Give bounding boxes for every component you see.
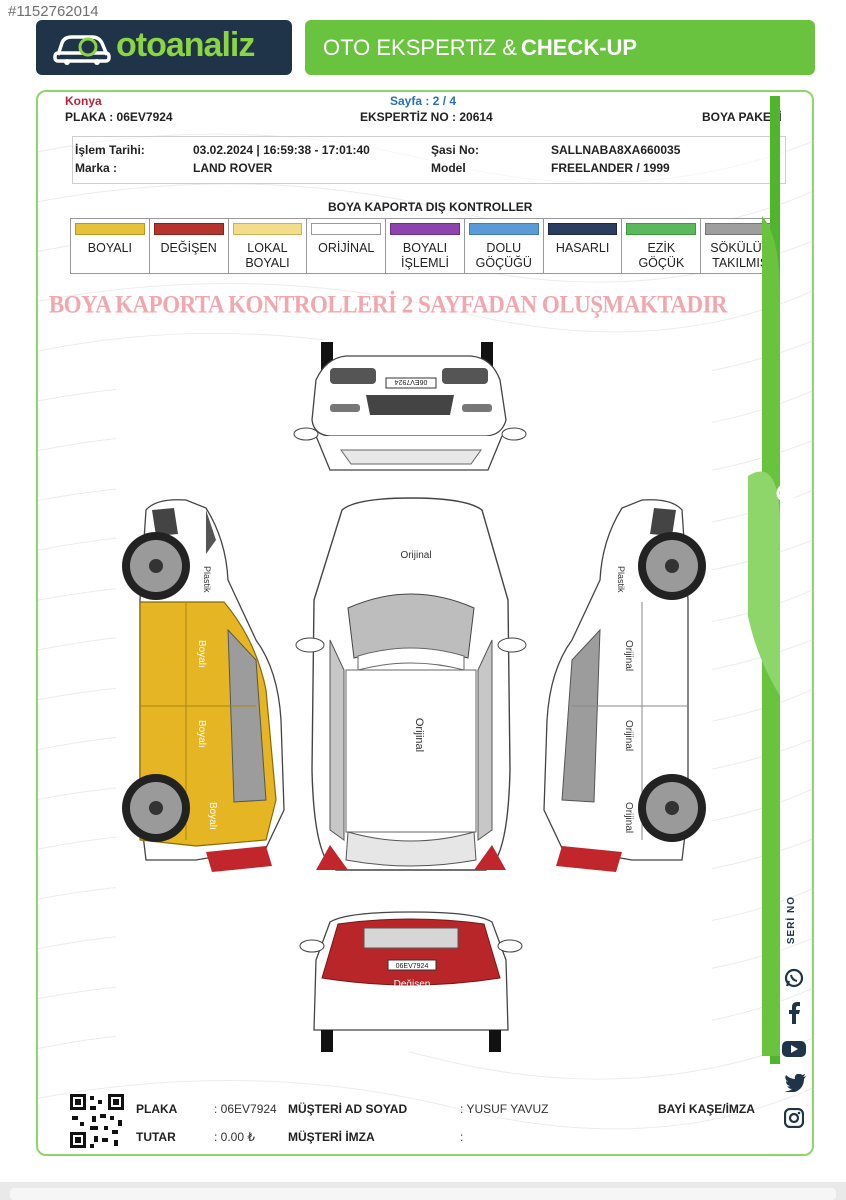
dealer-stamp-label: BAYİ KAŞE/İMZA [658,1102,755,1116]
customer-signature-value: : [460,1130,464,1144]
customer-name-value: : YUSUF YAVUZ [460,1102,549,1116]
left-door-status: Boyalı [196,720,207,748]
rear-status: Değişen [394,979,431,990]
page-id: #1152762014 [8,3,99,20]
page-number: Sayfa : 2 / 4 [390,94,457,108]
rear-view: 06EV7924 Değişen [299,911,523,1052]
youtube-icon[interactable] [782,1040,806,1058]
footer-plate-value: : 06EV7924 [214,1102,277,1116]
plate-header: PLAKA : 06EV7924 [65,110,173,124]
instagram-icon[interactable] [784,1108,804,1128]
whatsapp-icon[interactable] [784,968,804,988]
left-fender-status: Boyalı [196,640,207,668]
banner-notice: BOYA KAPORTA KONTROLLERİ 2 SAYFADAN OLUŞ… [48,290,728,319]
legend-item-original: ORİJİNAL [307,219,387,273]
model-label: Model [431,161,466,175]
header-title: OTO EKSPERTiZ & [323,34,517,60]
right-rear-status: Orijinal [623,802,634,833]
date-value: 03.02.2024 | 16:59:38 - 17:01:40 [193,143,370,157]
report-footer: PLAKA : 06EV7924 TUTAR : 0.00 ₺ MÜŞTERİ … [38,1084,812,1154]
city: Konya [65,94,102,108]
date-label: İşlem Tarihi: [75,143,145,157]
qr-code-icon [68,1092,126,1150]
legend-item-replaced: DEĞİŞEN [150,219,229,273]
facebook-icon[interactable] [784,1002,804,1024]
car-diagram-svg: 06EV7924 Orijinal Orijinal [122,342,706,1052]
next-page-edge [10,1188,836,1200]
hood-status: Orijinal [400,550,431,561]
right-door-status: Orijinal [623,720,634,751]
car-damage-diagram: 06EV7924 Orijinal Orijinal [116,340,712,1052]
side-ribbon [748,96,780,1064]
customer-name-label: MÜŞTERİ AD SOYAD [288,1102,408,1116]
chassis-value: SALLNABA8XA660035 [551,143,681,157]
serial-label: SERİ NO [786,896,797,945]
car-logo-icon [53,35,111,65]
expertise-number: EKSPERTİZ NO : 20614 [360,110,493,124]
footer-plate-label: PLAKA [136,1102,178,1116]
brand-value: LAND ROVER [193,161,273,175]
twitter-icon[interactable] [784,1074,806,1092]
right-front-status: Plastik [616,566,626,593]
legend-item-damaged: HASARLI [544,219,623,273]
header-title-bold: CHECK-UP [520,34,638,60]
model-value: FREELANDER / 1999 [551,161,670,175]
right-side-view: Plastik Orijinal Orijinal Orijinal [543,499,706,872]
left-side-view: Plastik Boyalı Boyalı Boyalı [122,499,285,872]
legend-item-painted: BOYALI [71,219,150,273]
top-view: Orijinal Orijinal [295,497,527,871]
chassis-label: Şasi No: [431,143,480,157]
left-rear-status: Boyalı [207,802,218,830]
vehicle-info: İşlem Tarihi: 03.02.2024 | 16:59:38 - 17… [72,136,786,184]
rear-plate: 06EV7924 [396,963,429,970]
footer-amount-value: : 0.00 ₺ [214,1130,255,1144]
report-document: Konya PLAKA : 06EV7924 Sayfa : 2 / 4 EKS… [36,90,814,1156]
logo-text: otoanaliz [116,26,255,64]
brand-label: Marka : [75,161,118,175]
roof-status: Orijinal [413,718,425,752]
footer-amount-label: TUTAR [136,1130,176,1144]
legend-title: BOYA KAPORTA DIŞ KONTROLLER [328,200,533,214]
left-front-status: Plastik [202,566,212,593]
front-view: 06EV7924 [293,342,527,471]
customer-signature-label: MÜŞTERİ İMZA [288,1130,375,1144]
package-name: BOYA PAKETİ [702,110,782,124]
search-icon[interactable] [774,481,802,509]
right-fender-status: Orijinal [623,640,634,671]
brand-logo: otoanaliz [36,20,292,75]
header-banner: OTO EKSPERTiZ & CHECK-UP [305,20,815,75]
svg-text:06EV7924: 06EV7924 [395,378,428,385]
